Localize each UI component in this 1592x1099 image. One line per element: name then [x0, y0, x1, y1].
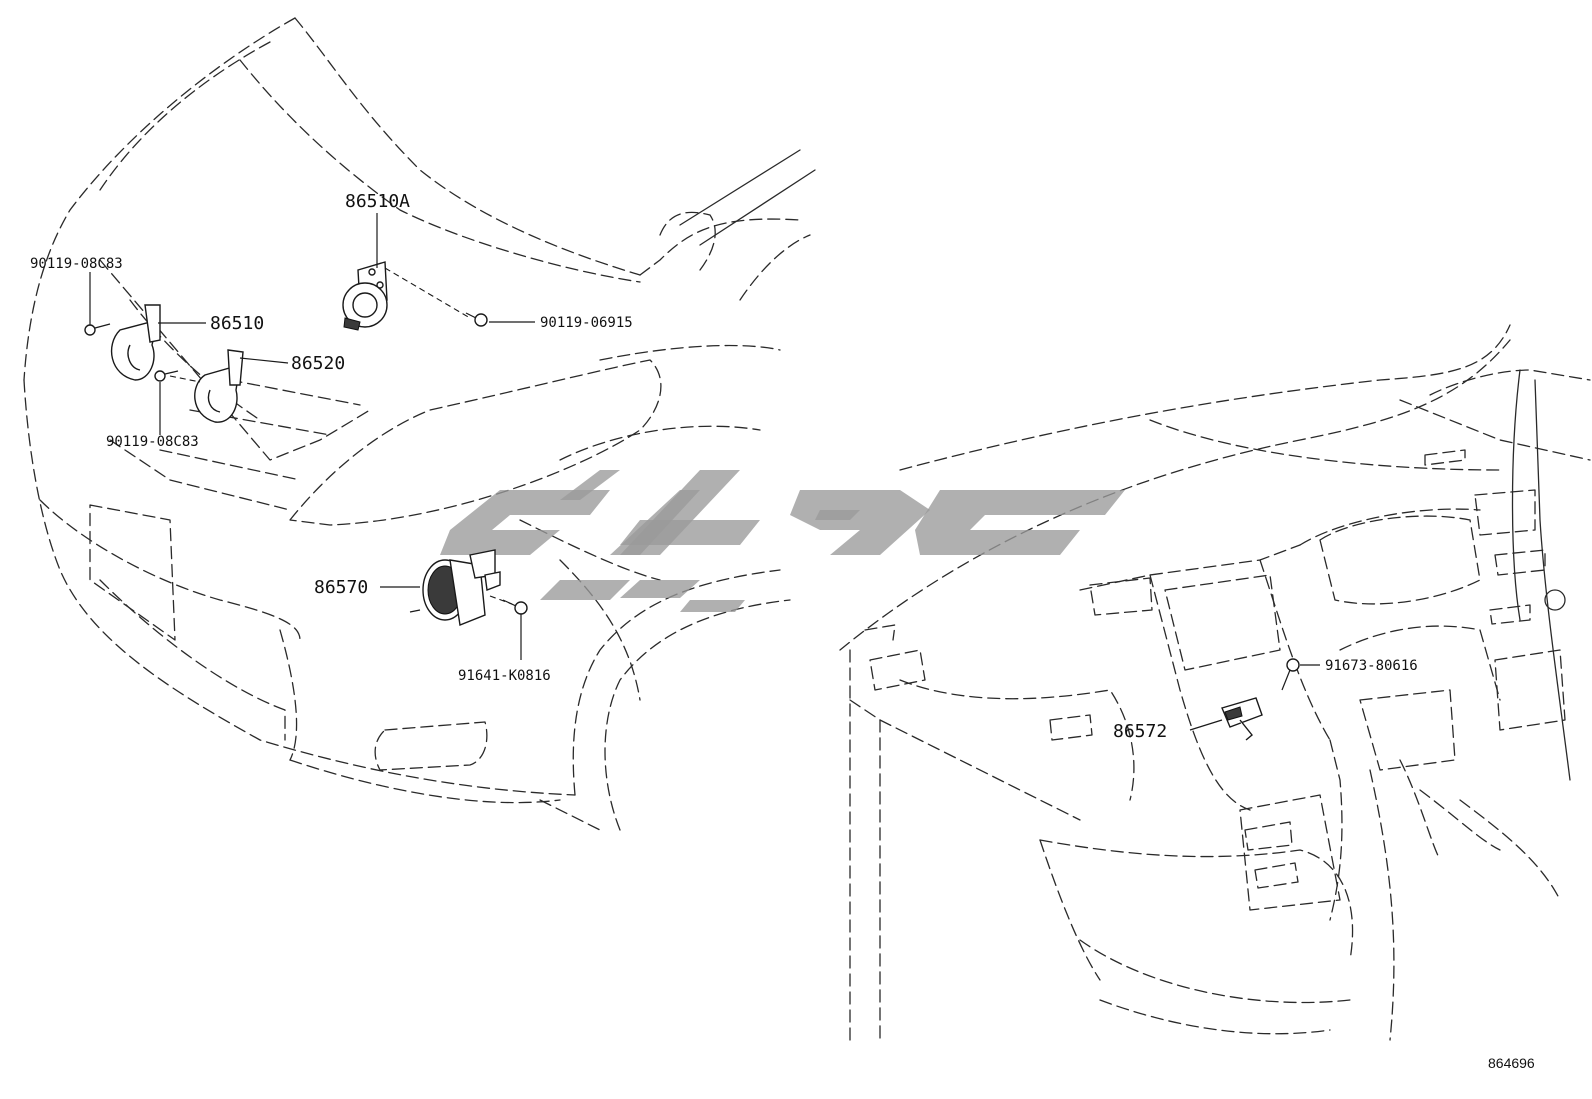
label-bolt-86570[interactable]: 91641-K0816 [458, 668, 551, 684]
label-86572[interactable]: 86572 [1113, 721, 1167, 742]
label-86510[interactable]: 86510 [210, 313, 264, 334]
bolt-91641-K0816[interactable] [502, 599, 528, 615]
label-86570[interactable]: 86570 [314, 577, 368, 598]
label-bolt-86572[interactable]: 91673-80616 [1325, 658, 1418, 674]
bolt-90119-08C83-lower[interactable] [154, 370, 179, 382]
label-bolt-upper-left[interactable]: 90119-08C83 [30, 256, 123, 272]
horn-86510[interactable] [110, 304, 161, 381]
part-labels: 86510A 86510 86520 86570 86572 90119-08C… [30, 191, 1535, 1071]
bolt-90119-06915[interactable] [465, 312, 488, 327]
diagram-reference-number: 864696 [1488, 1055, 1535, 1071]
watermark-logo [440, 470, 1125, 612]
label-86520[interactable]: 86520 [291, 353, 345, 374]
label-bolt-86510A[interactable]: 90119-06915 [540, 315, 633, 331]
car-front-outline [23, 17, 816, 831]
label-bolt-lower-left[interactable]: 90119-08C83 [106, 434, 199, 450]
bolt-91673-80616[interactable] [1281, 658, 1300, 691]
horn-86510A[interactable] [342, 261, 388, 331]
dashboard-outline [839, 324, 1591, 1041]
switch-86572[interactable] [1221, 697, 1263, 741]
horn-86570[interactable] [409, 549, 501, 626]
horn-86520[interactable] [194, 349, 244, 423]
leader-lines [89, 213, 1320, 731]
bolt-90119-08C83-upper[interactable] [84, 323, 111, 336]
label-86510A[interactable]: 86510A [345, 191, 410, 212]
